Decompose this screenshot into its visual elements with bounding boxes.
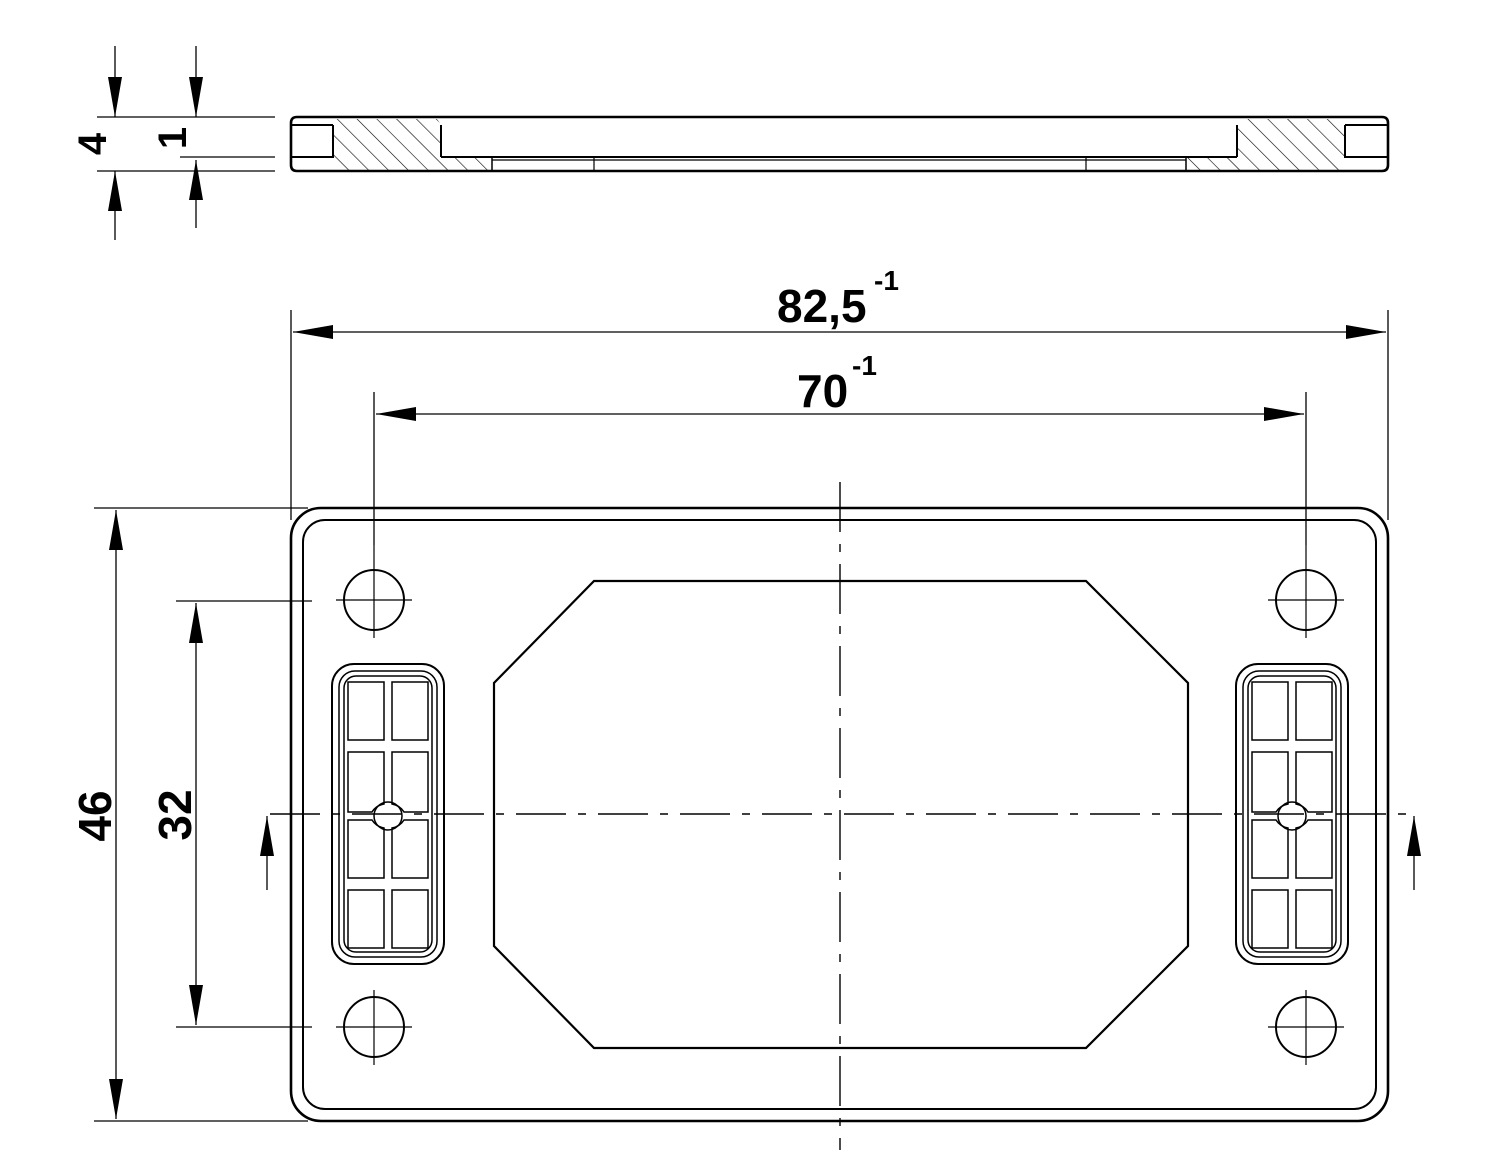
mounting-hole-bottom-right	[1268, 990, 1344, 1065]
dim-width-outer-tolerance: -1	[874, 265, 899, 296]
mounting-hole-top-right	[1268, 545, 1344, 638]
dim-width-outer: 82,5	[777, 280, 867, 332]
section-outline	[289, 115, 1390, 173]
dim-height-outer: 46	[69, 790, 121, 841]
grip-pocket-right	[1235, 663, 1349, 965]
dim-height-holes: 32	[149, 789, 201, 840]
horizontal-dimensions: 82,5 -1 70 -1	[290, 265, 1389, 545]
mounting-hole-bottom-left	[336, 990, 412, 1065]
dim-width-holes-tolerance: -1	[852, 350, 877, 381]
dim-thickness-total: 4	[71, 132, 115, 155]
section-view: 4 1	[71, 46, 1390, 240]
plan-view	[260, 482, 1421, 1150]
mounting-hole-top-left	[336, 545, 412, 638]
section-hatch-left	[333, 119, 492, 171]
dim-thickness-step: 1	[151, 127, 195, 149]
vertical-dimensions: 46 32	[69, 507, 312, 1122]
grip-pocket-left	[331, 663, 445, 965]
dim-width-holes: 70	[797, 365, 848, 417]
section-hatch-right	[1186, 119, 1345, 171]
central-cutout	[492, 579, 1190, 1050]
